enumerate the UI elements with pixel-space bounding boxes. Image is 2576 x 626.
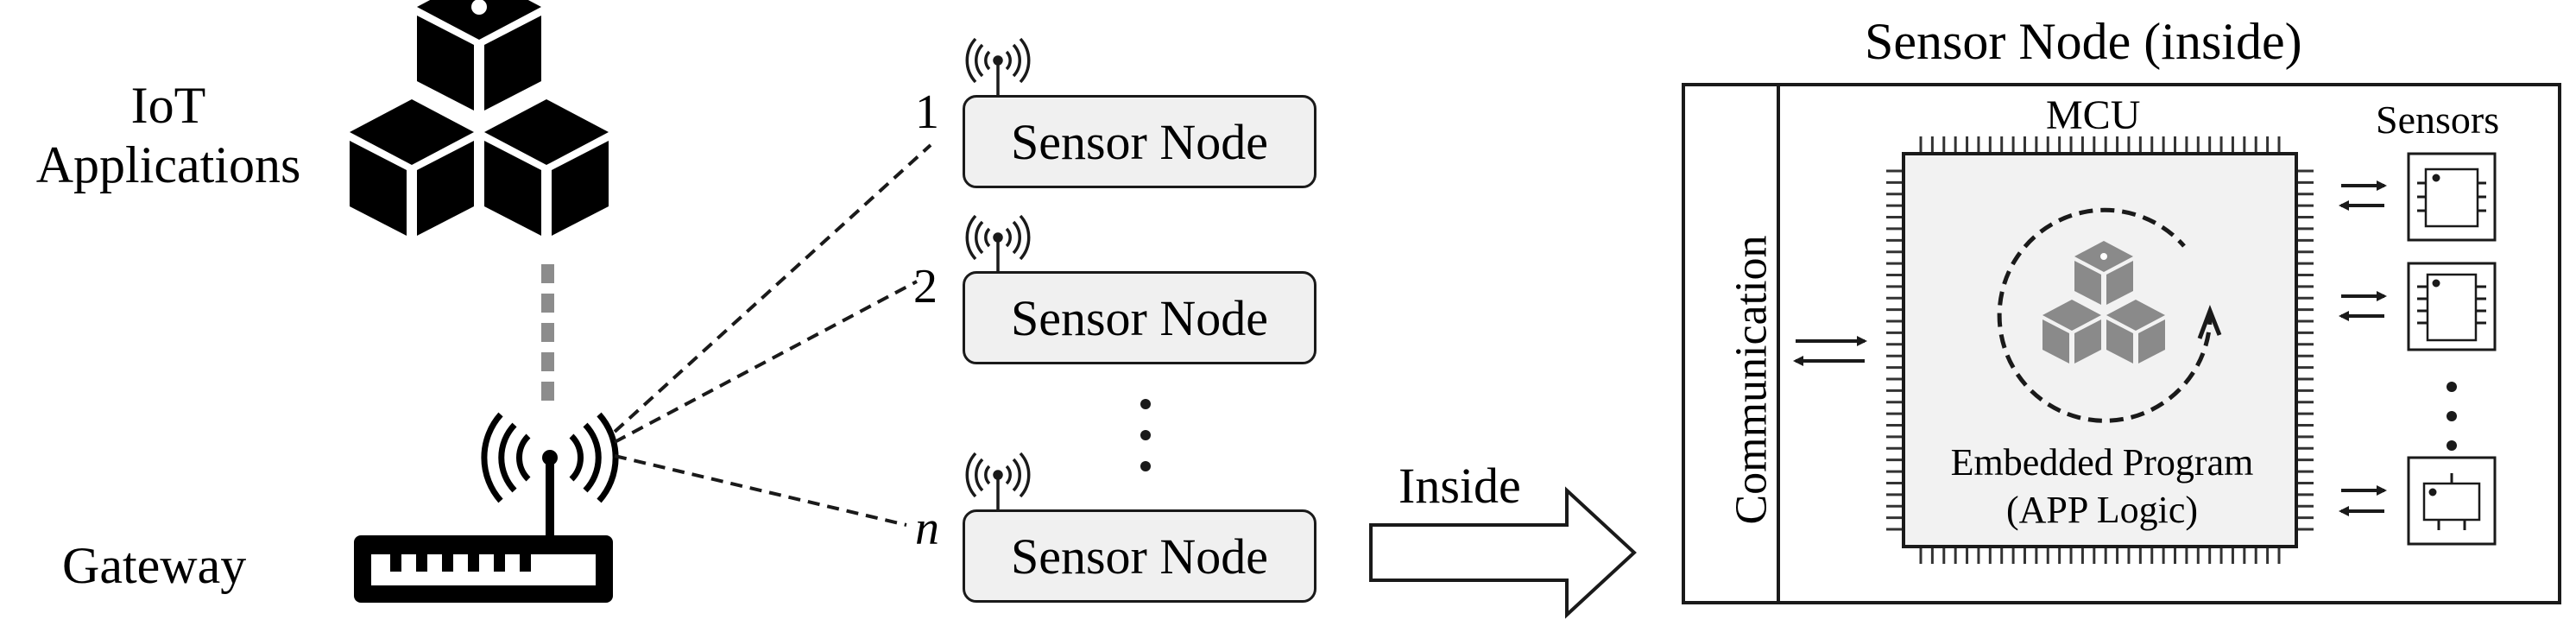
antenna-icon — [965, 37, 1031, 509]
iot-applications-label: IoT Applications — [17, 76, 319, 195]
cycle-arrow-icon — [1997, 207, 2222, 423]
sensor-chip-icon — [2407, 262, 2497, 351]
sensor-node-index-1: 1 — [915, 85, 939, 139]
sensor-node-1-label: Sensor Node — [1010, 113, 1268, 170]
ellipsis-icon — [1140, 399, 1151, 471]
sensor-arrows — [2339, 180, 2387, 516]
embedded-program-line2: (APP Logic) — [2005, 489, 2199, 531]
embedded-program-line1: Embedded Program — [1950, 441, 2254, 484]
sensor-ellipsis-icon — [2447, 382, 2457, 451]
router-icon — [354, 412, 619, 603]
iot-applications-line2: Applications — [35, 136, 301, 193]
inside-label: Inside — [1398, 458, 1521, 514]
embedded-program-label: Embedded Program (APP Logic) — [1912, 439, 2292, 534]
iot-cubes-icon — [350, 0, 609, 236]
app-gateway-link — [541, 264, 554, 401]
sensor-node-1: Sensor Node — [963, 95, 1316, 188]
sensor-node-2-label: Sensor Node — [1010, 289, 1268, 346]
sensor-node-n: Sensor Node — [963, 509, 1316, 603]
sensor-chip-icon — [2407, 456, 2497, 546]
app-logic-cubes-icon — [2042, 241, 2165, 364]
mcu-label: MCU — [2046, 92, 2141, 138]
inside-arrow-icon — [1369, 486, 1637, 619]
comm-arrows-icon — [1793, 336, 1867, 366]
communication-label: Communication — [1727, 235, 1777, 525]
sensor-node-inside-title: Sensor Node (inside) — [1865, 13, 2302, 70]
sensor-node-2: Sensor Node — [963, 271, 1316, 364]
sensor-node-n-label: Sensor Node — [1010, 528, 1268, 585]
mcu-pins — [1886, 136, 2314, 564]
gateway-label: Gateway — [62, 537, 247, 594]
sensor-node-index-n: n — [915, 502, 939, 555]
wireless-links — [613, 143, 932, 527]
sensors-label: Sensors — [2376, 98, 2500, 142]
sensor-node-index-2: 2 — [913, 260, 938, 313]
iot-applications-line1: IoT — [130, 77, 206, 134]
sensor-chip-icon — [2407, 152, 2497, 242]
